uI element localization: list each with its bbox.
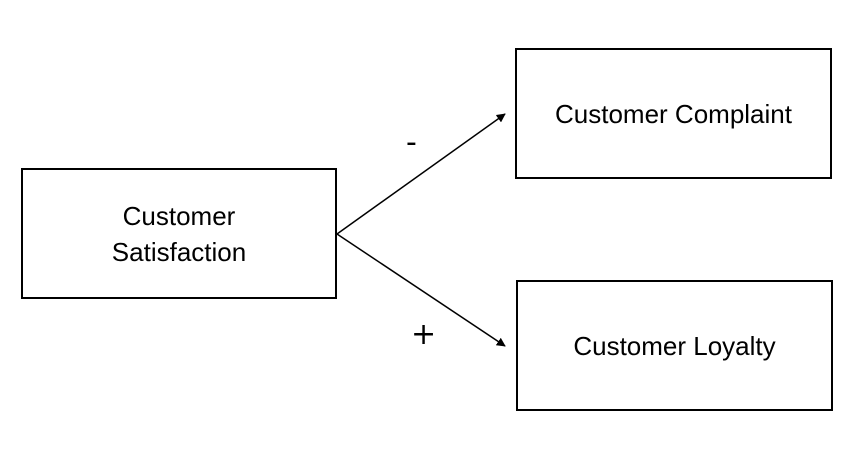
node-customer-satisfaction: Customer Satisfaction	[21, 168, 337, 299]
edge-sign-positive: +	[411, 317, 437, 352]
edge-satisfaction-to-complaint	[336, 113, 506, 235]
edge-sign-negative: -	[406, 125, 417, 160]
node-customer-satisfaction-label-line2: Satisfaction	[111, 236, 247, 267]
node-customer-complaint-label: Customer Complaint	[555, 98, 792, 129]
node-customer-complaint: Customer Complaint	[515, 48, 832, 179]
edge-satisfaction-to-loyalty	[336, 233, 506, 347]
node-customer-loyalty-label: Customer Loyalty	[573, 330, 776, 361]
node-customer-loyalty: Customer Loyalty	[516, 280, 833, 411]
node-customer-satisfaction-label-line1: Customer	[122, 200, 236, 231]
